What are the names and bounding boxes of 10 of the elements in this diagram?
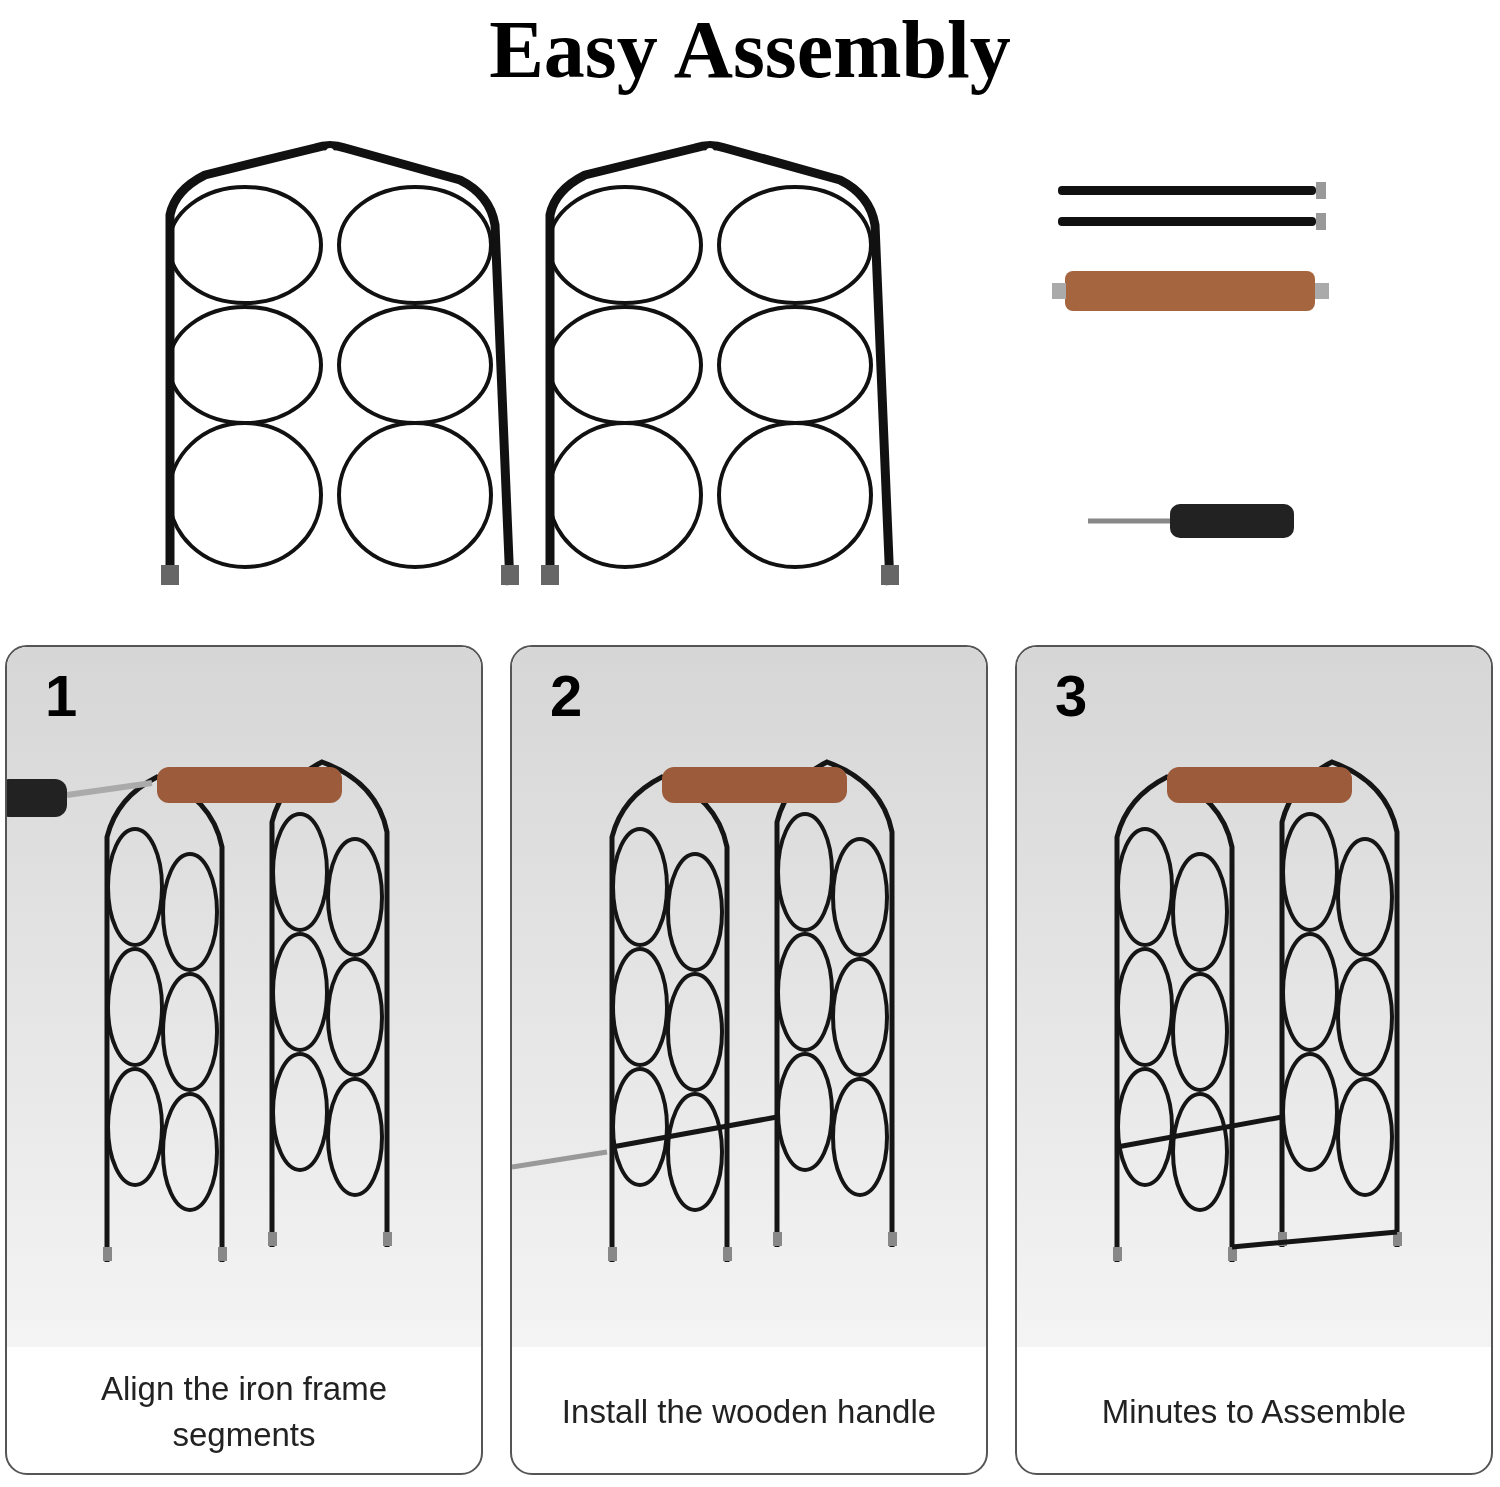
step-caption: Install the wooden handle [561, 1392, 937, 1432]
step-panel [1015, 645, 1493, 1475]
step-caption: Align the iron frame segments [99, 1369, 389, 1455]
step-number: 2 [550, 667, 583, 725]
step-caption: Minutes to Assemble [1101, 1392, 1407, 1432]
step-panel [5, 645, 483, 1475]
step-number: 3 [1055, 667, 1088, 725]
step-panel [510, 645, 988, 1475]
title: Easy Assembly [488, 3, 1012, 97]
step-number: 1 [45, 667, 78, 725]
